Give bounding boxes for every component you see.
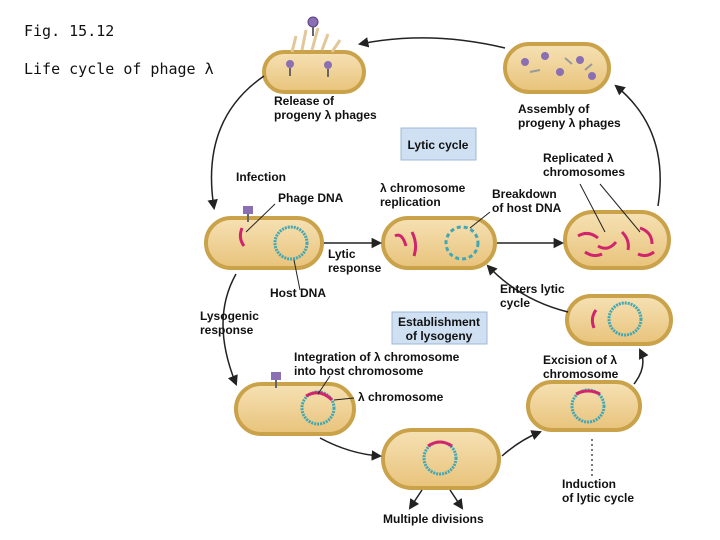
leader-integration — [317, 375, 331, 395]
label-lytic-response-1: Lytic — [328, 247, 356, 261]
arrow-replicated-to-assembly — [614, 84, 661, 207]
arrow-division-right — [449, 489, 464, 510]
leader-host-dna — [293, 259, 301, 291]
phage-icon — [556, 68, 564, 76]
leader-phage-dna — [245, 203, 276, 233]
label-assembly-1: Assembly of — [518, 102, 590, 116]
lysogeny-label-2: of lysogeny — [406, 329, 473, 343]
label-enters-1: Enters lytic — [500, 282, 565, 296]
figure-caption: Life cycle of phage λ — [24, 60, 214, 78]
label-assembly-2: progeny λ phages — [518, 116, 621, 130]
cell-replicated — [563, 210, 671, 270]
phage-icon — [521, 58, 529, 66]
label-induction-1: Induction — [562, 477, 616, 491]
phage-icon — [541, 52, 549, 60]
lytic-cycle-box: Lytic cycle — [400, 127, 477, 161]
label-release-2: progeny λ phages — [274, 108, 377, 122]
label-lysogenic-1: Lysogenic — [200, 309, 259, 323]
cell-release — [262, 16, 366, 94]
lysogeny-label-1: Establishment — [398, 315, 480, 329]
label-excision-1: Excision of λ — [543, 353, 617, 367]
label-lysogenic-2: response — [200, 323, 254, 337]
label-chrom-repl-1: λ chromosome — [380, 181, 466, 195]
cell-infection — [204, 206, 324, 270]
phage-icon — [307, 16, 319, 36]
phage-icon — [271, 372, 281, 388]
label-release-1: Release of — [274, 94, 335, 108]
phage-icon — [588, 72, 596, 80]
label-enters-2: cycle — [500, 296, 530, 310]
label-excision-2: chromosome — [543, 367, 619, 381]
phage-icon — [286, 60, 294, 76]
label-chrom-repl-2: replication — [380, 195, 441, 209]
arrow-assembly-to-release — [357, 37, 506, 49]
label-integration-2: into host chromosome — [294, 364, 424, 378]
cell-division — [381, 428, 501, 490]
arrow-division-left — [408, 489, 423, 510]
arrow-division-to-induction — [501, 430, 542, 457]
phage-icon — [243, 206, 253, 222]
label-lytic-response-2: response — [328, 261, 382, 275]
phage-icon — [576, 56, 584, 64]
label-lambda-chromosome: λ chromosome — [358, 390, 444, 404]
label-replicated-1: Replicated λ — [543, 151, 614, 165]
lysogeny-box: Establishment of lysogeny — [391, 311, 488, 345]
arrow-release-to-infection — [207, 75, 265, 211]
label-integration-1: Integration of λ chromosome — [294, 350, 460, 364]
lytic-cycle-label: Lytic cycle — [408, 138, 469, 152]
label-breakdown-1: Breakdown — [492, 187, 557, 201]
arrow-induction-to-excision — [633, 348, 649, 385]
leader-replicated-b — [599, 183, 641, 233]
arrow-infection-to-lysogeny — [222, 273, 238, 386]
phage-icon — [324, 61, 332, 77]
cell-integration — [234, 372, 356, 436]
label-breakdown-2: of host DNA — [492, 201, 562, 215]
label-phage-dna: Phage DNA — [278, 191, 344, 205]
cell-induction — [526, 380, 642, 432]
leader-replicated-a — [579, 183, 606, 233]
arrow-integration-to-division — [319, 437, 383, 461]
leader-breakdown — [469, 211, 491, 229]
cell-excision — [565, 294, 673, 346]
label-replicated-2: chromosomes — [543, 165, 625, 179]
arrow-excision-to-replication — [486, 264, 569, 313]
figure-number: Fig. 15.12 — [24, 22, 115, 40]
label-induction-2: of lytic cycle — [562, 491, 634, 505]
label-infection: Infection — [236, 170, 286, 184]
label-host-dna: Host DNA — [270, 286, 326, 300]
label-multiple-divisions: Multiple divisions — [383, 512, 484, 526]
leader-lambda-chrom — [333, 397, 355, 401]
cell-assembly — [503, 42, 611, 94]
cell-replication — [381, 216, 497, 270]
